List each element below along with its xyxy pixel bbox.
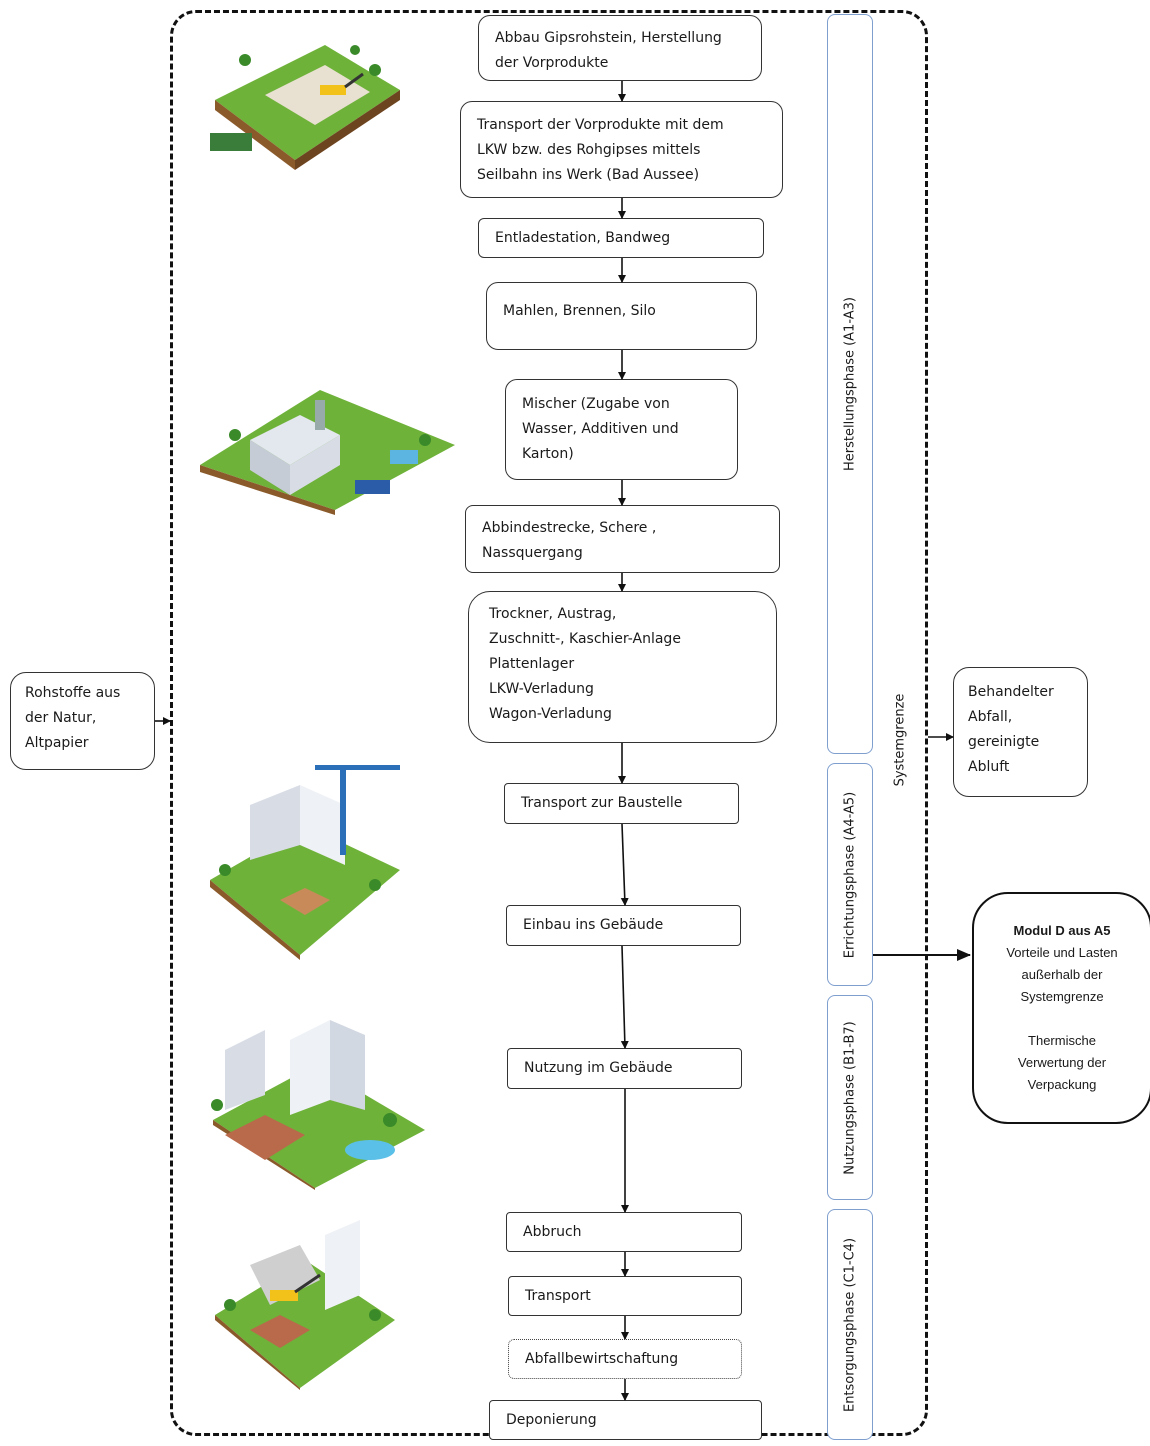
input-box: Rohstoffe aus der Natur, Altpapier: [10, 672, 155, 770]
step-text: Transport zur Baustelle: [521, 795, 683, 811]
step-text: Abbindestrecke, Schere ,: [482, 520, 657, 536]
process-step: Einbau ins Gebäude: [506, 905, 741, 946]
input-text: der Natur,: [25, 710, 97, 726]
step-text: LKW-Verladung: [489, 681, 594, 697]
step-text: Abbau Gipsrohstein, Herstellung: [495, 30, 722, 46]
step-text: Wasser, Additiven und: [522, 421, 679, 437]
step-text: Abbruch: [523, 1223, 582, 1240]
residential-illustration: [211, 1020, 425, 1190]
input-text: Altpapier: [25, 735, 89, 751]
process-step: Abbau Gipsrohstein, Herstellung der Vorp…: [478, 15, 762, 81]
input-text: Rohstoffe aus: [25, 685, 121, 701]
module-d-text: Thermische: [1028, 1033, 1096, 1048]
step-text: Nassquergang: [482, 545, 583, 561]
step-text: Zuschnitt-, Kaschier-Anlage: [489, 631, 681, 647]
step-text: der Vorprodukte: [495, 55, 609, 71]
process-step: Abfallbewirtschaftung: [508, 1339, 742, 1379]
step-text: Plattenlager: [489, 656, 575, 672]
process-step: Trockner, Austrag, Zuschnitt-, Kaschier-…: [468, 591, 777, 743]
step-text: Transport: [525, 1287, 591, 1304]
output-box: Behandelter Abfall, gereinigte Abluft: [953, 667, 1088, 797]
module-d-text: Vorteile und Lasten: [1006, 945, 1118, 960]
output-text: Behandelter: [968, 684, 1054, 700]
module-d-text: Verwertung der: [1017, 1055, 1107, 1070]
module-d-title: Modul D aus A5: [1013, 923, 1111, 938]
construction-illustration: [210, 765, 400, 960]
module-d-text: Verpackung: [1027, 1077, 1097, 1092]
step-text: LKW bzw. des Rohgipses mittels: [477, 142, 701, 158]
process-step: Transport: [508, 1276, 742, 1316]
phase-errichtung: Errichtungsphase (A4-A5): [827, 763, 873, 986]
module-d-box: Modul D aus A5 Vorteile und Lasten außer…: [972, 892, 1150, 1124]
process-step: Nutzung im Gebäude: [507, 1048, 742, 1089]
phase-nutzung: Nutzungsphase (B1-B7): [827, 995, 873, 1200]
module-d-text: Systemgrenze: [1020, 989, 1104, 1004]
phase-entsorgung: Entsorgungsphase (C1-C4): [827, 1209, 873, 1440]
process-step: Mischer (Zugabe von Wasser, Additiven un…: [505, 379, 738, 480]
flow-arrow: [620, 945, 629, 1049]
phase-herstellung: Herstellungsphase (A1-A3): [827, 14, 873, 754]
process-step: Entladestation, Bandweg: [478, 218, 764, 258]
step-text: Einbau ins Gebäude: [523, 917, 664, 933]
factory-illustration: [200, 390, 455, 515]
step-text: Transport der Vorprodukte mit dem: [477, 117, 724, 133]
step-text: Deponierung: [506, 1411, 597, 1428]
step-text: Seilbahn ins Werk (Bad Aussee): [477, 167, 700, 183]
process-step: Deponierung: [489, 1400, 762, 1440]
process-step: Transport zur Baustelle: [504, 783, 739, 824]
flow-arrow: [620, 823, 629, 906]
step-text: Abfallbewirtschaftung: [525, 1350, 679, 1367]
step-text: Nutzung im Gebäude: [524, 1060, 673, 1076]
demolition-illustration: [215, 1220, 395, 1390]
module-d-text: außerhalb der: [1021, 967, 1103, 982]
process-step: Abbindestrecke, Schere , Nassquergang: [465, 505, 780, 573]
process-step: Mahlen, Brennen, Silo: [486, 282, 757, 350]
quarry-illustration: [210, 45, 400, 170]
output-text: gereinigte: [968, 734, 1040, 750]
output-text: Abfall,: [968, 709, 1013, 725]
step-text: Mischer (Zugabe von: [522, 396, 670, 412]
step-text: Trockner, Austrag,: [489, 606, 617, 622]
step-text: Wagon-Verladung: [489, 706, 612, 722]
step-text: Karton): [522, 446, 574, 462]
step-text: Mahlen, Brennen, Silo: [503, 303, 656, 319]
step-text: Entladestation, Bandweg: [495, 229, 671, 246]
output-text: Abluft: [968, 759, 1010, 775]
process-step: Abbruch: [506, 1212, 742, 1252]
